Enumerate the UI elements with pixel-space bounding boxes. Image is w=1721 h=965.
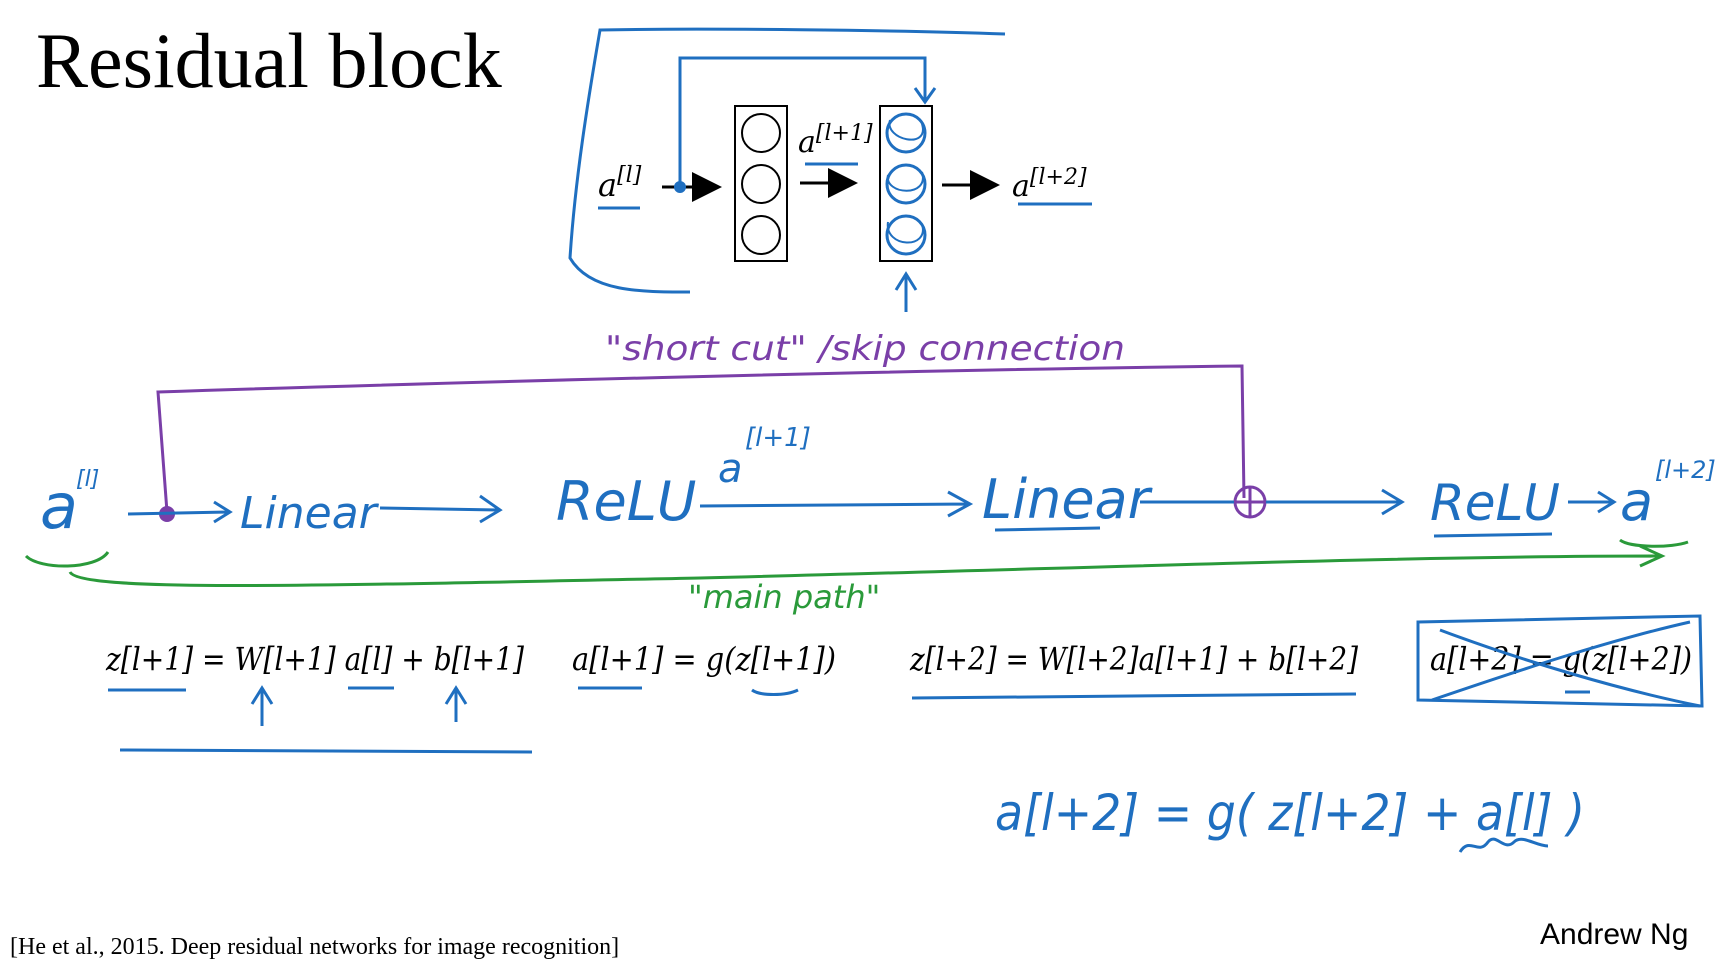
arrow-linear-relu: [379, 494, 503, 524]
layer1-unit: [741, 164, 781, 204]
layer2-unit: [885, 112, 927, 154]
eq4-box: [1416, 614, 1704, 708]
mid-a-label: a: [718, 446, 743, 492]
layer2-unit: [885, 214, 927, 256]
arrow-add-relu: [1266, 488, 1405, 516]
linear2-label: Linear: [982, 468, 1153, 531]
skip-loop-line: [678, 56, 927, 188]
top-output-label: a[l+2]: [1012, 165, 1087, 204]
layer1-unit: [741, 113, 781, 153]
layer1-box: [734, 105, 788, 262]
layer2-box: [879, 105, 933, 262]
arrow-input-linear: [127, 500, 233, 524]
eq3-underline: [911, 692, 1357, 700]
top-branch-dot: [674, 181, 686, 193]
skip-loop-arrowhead: [913, 87, 937, 105]
relu1-label: ReLU: [556, 470, 696, 533]
eq4-cross: [1431, 620, 1701, 708]
add-node: [1233, 485, 1267, 519]
eq2-underline-z: [751, 688, 799, 696]
enclosing-bracket: [568, 27, 1006, 294]
eq5-squiggle: [1458, 837, 1549, 853]
top-input-label: a[l]: [598, 163, 642, 204]
top-network: a[l] a[l+1] a[l+2]: [568, 27, 1092, 312]
eq1-arrow-b: [444, 685, 468, 722]
relu2-underline: [1433, 532, 1553, 538]
output-green-brace: [1619, 538, 1689, 548]
add-node-plus: [1236, 488, 1264, 516]
equation-5: a[l+2] = g( z[l+2] + a[l] ): [995, 784, 1585, 842]
main-output-sup: [l+2]: [1655, 456, 1716, 484]
slide-title: Residual block: [36, 17, 502, 104]
top-hidden-label: a[l+1]: [798, 121, 873, 160]
layer2-unit: [885, 163, 927, 205]
mid-a-sup: [l+1]: [745, 423, 811, 453]
linear1-label: Linear: [240, 488, 380, 539]
citation: [He et al., 2015. Deep residual networks…: [10, 934, 620, 960]
arrow-relu-linear: [699, 490, 974, 518]
layer1-unit: [741, 215, 781, 255]
equations: z[l+1] = W[l+1] a[l] + b[l+1] a[l+1] = g…: [105, 614, 1704, 853]
eq1-arrow-w: [250, 685, 274, 726]
input-green-brace: [24, 550, 110, 568]
eq1-long-underline: [119, 748, 533, 754]
equation-1: z[l+1] = W[l+1] a[l] + b[l+1]: [105, 640, 524, 678]
up-arrow-skip: [894, 271, 918, 312]
arrow-relu-output: [1568, 490, 1617, 514]
main-path-label: "main path": [688, 578, 880, 616]
linear2-underline: [994, 526, 1101, 532]
main-path: a [l] Linear ReLU a [l+1] Linear ReLU a …: [24, 364, 1716, 616]
author-name: Andrew Ng: [1540, 918, 1689, 951]
equation-2: a[l+1] = g(z[l+1]): [572, 640, 836, 678]
purple-skip-line: [156, 364, 1246, 513]
main-path-green-line: [68, 544, 1666, 587]
layer2-overdraw: [886, 119, 924, 244]
equation-3: z[l+2] = W[l+2]a[l+1] + b[l+2]: [909, 640, 1358, 678]
main-input-a: a: [40, 470, 78, 543]
main-input-sup: [l]: [76, 467, 99, 492]
skip-connection-label: "short cut" /skip connection: [605, 329, 1125, 369]
main-output-a: a: [1620, 470, 1653, 533]
relu2-label: ReLU: [1430, 474, 1560, 532]
